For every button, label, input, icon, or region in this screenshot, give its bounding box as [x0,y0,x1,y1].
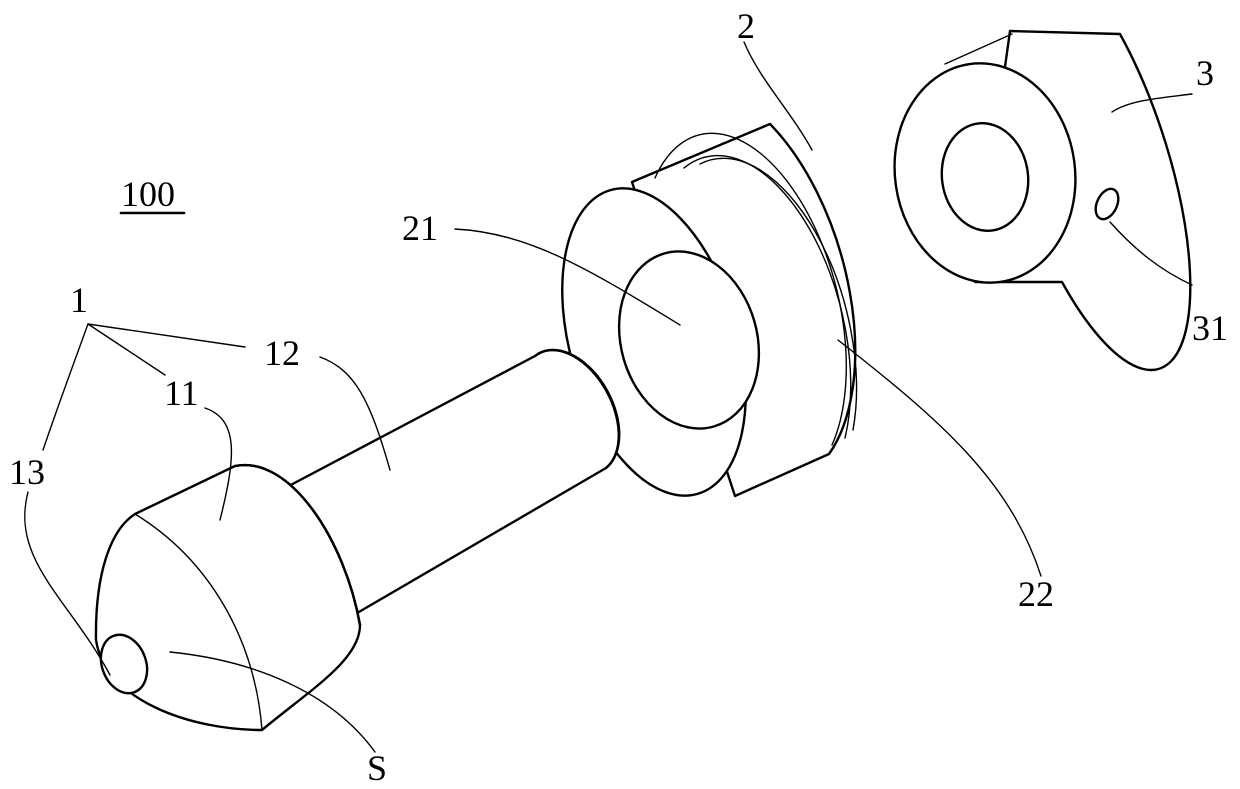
part-3-cap [881,31,1191,370]
label-s: S [367,748,387,788]
label-12: 12 [264,333,300,373]
label-100: 100 [121,174,175,214]
label-1: 1 [70,280,88,320]
label-11: 11 [164,373,199,413]
label-3: 3 [1196,53,1214,93]
label-13: 13 [9,452,45,492]
label-22: 22 [1018,574,1054,614]
label-31: 31 [1192,308,1228,348]
label-2: 2 [737,6,755,46]
label-21: 21 [402,208,438,248]
